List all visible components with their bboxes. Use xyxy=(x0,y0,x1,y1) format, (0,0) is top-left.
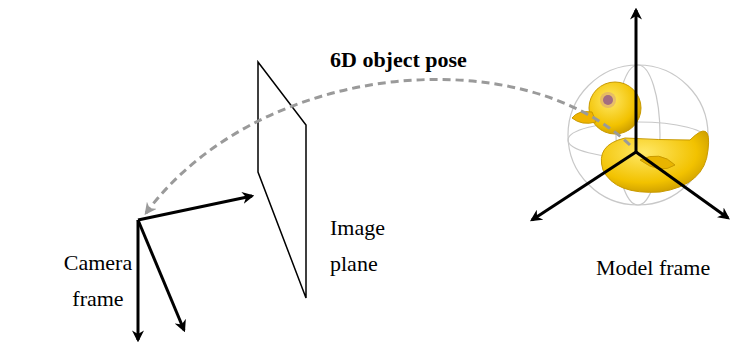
duck-model xyxy=(572,82,709,192)
model-axes xyxy=(532,10,728,220)
pose-title: 6D object pose xyxy=(330,42,530,78)
frame-label: Camera frame xyxy=(52,245,144,317)
frame-label: Model frame xyxy=(596,250,732,286)
plane-label: Image plane xyxy=(330,210,400,282)
camera-axes xyxy=(138,196,252,340)
pose-arrow xyxy=(146,79,630,213)
image-plane xyxy=(258,62,306,298)
